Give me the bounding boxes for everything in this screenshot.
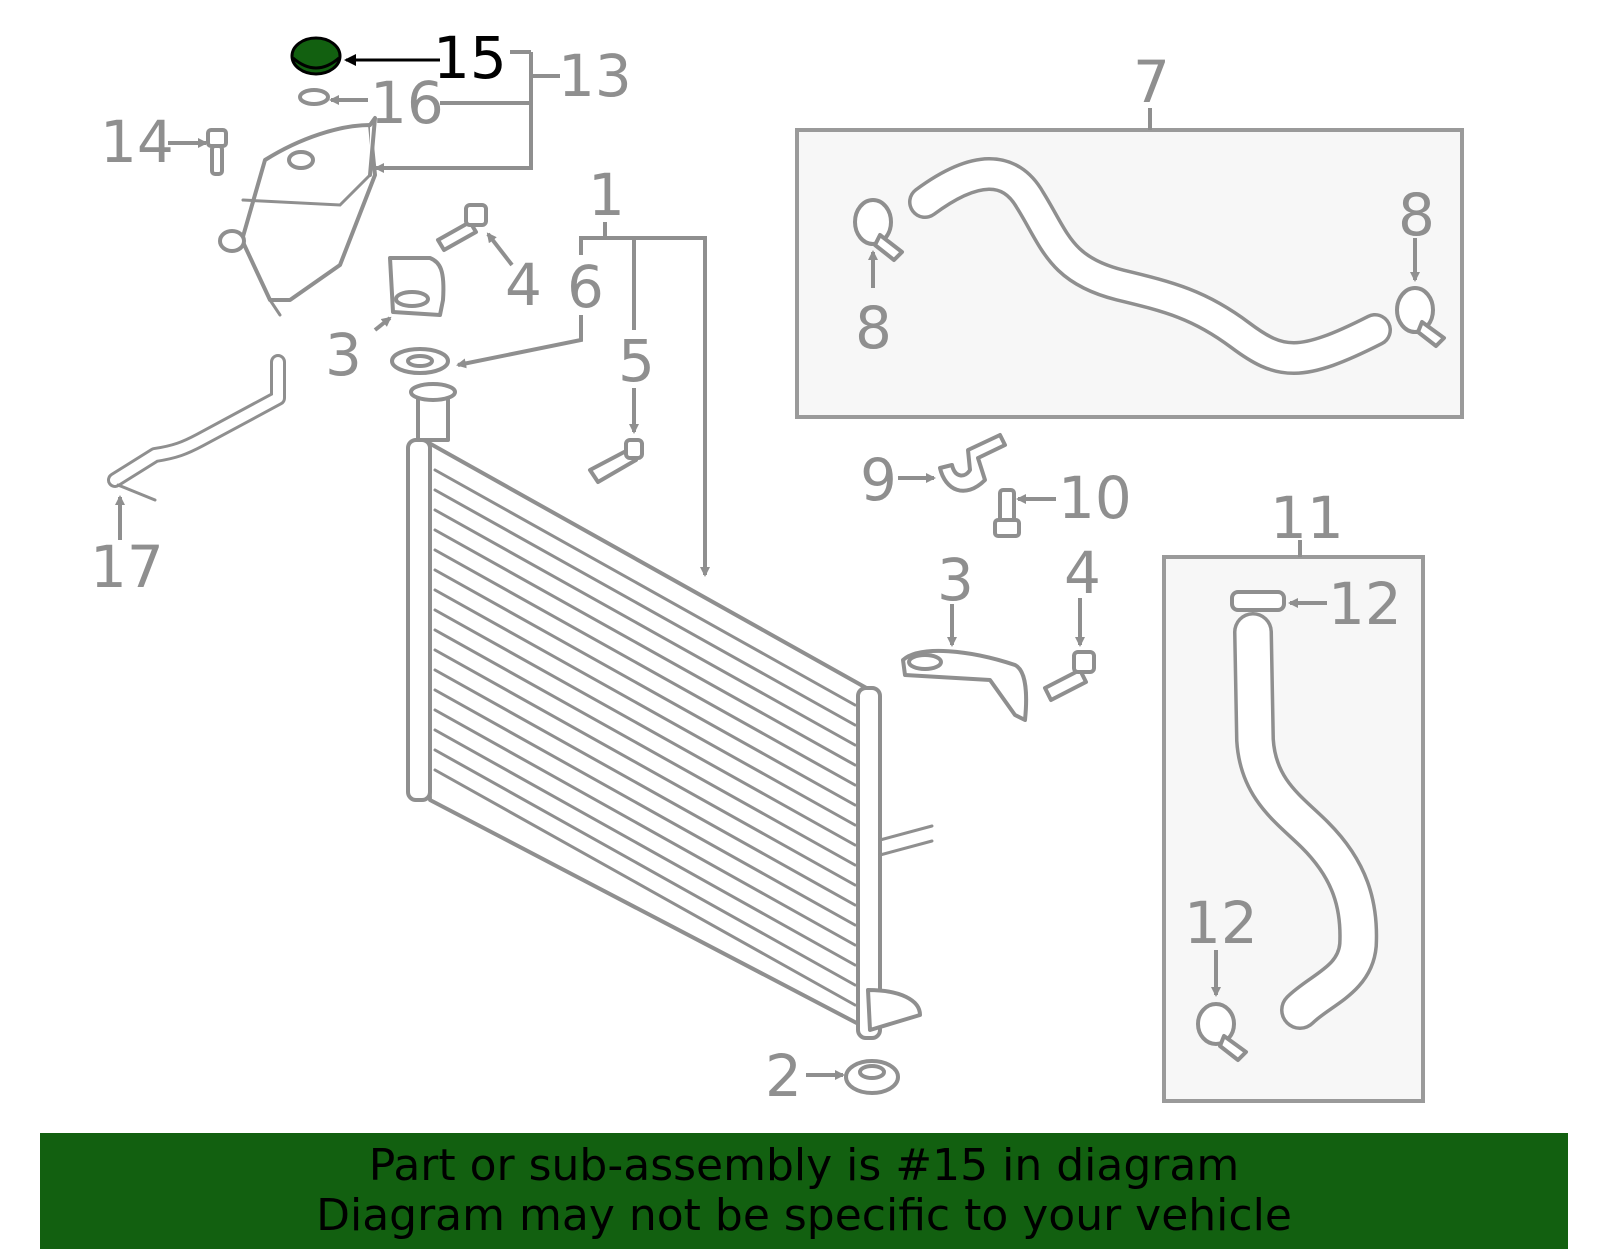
callout-7: 7: [1133, 48, 1170, 116]
upper-radiator-hose[interactable]: [908, 157, 1392, 375]
upper-mounting-bracket[interactable]: [388, 256, 446, 317]
callout-16: 16: [370, 69, 444, 137]
bracket-bolt-10[interactable]: [993, 488, 1021, 538]
info-banner: Part or sub-assembly is #15 in diagram D…: [40, 1133, 1568, 1249]
callout-4-upper: 4: [505, 251, 542, 319]
banner-line-2: Diagram may not be specific to your vehi…: [316, 1190, 1292, 1241]
callout-11: 11: [1270, 484, 1344, 552]
hose-clamp-top[interactable]: [1230, 590, 1286, 612]
lower-radiator-hose[interactable]: [1233, 612, 1379, 1030]
leader-lines: [115, 50, 1420, 1080]
callout-5: 5: [618, 327, 655, 395]
cap-seal-ring[interactable]: [298, 88, 330, 106]
radiator[interactable]: [406, 382, 934, 1040]
hose-clamp-bottom[interactable]: [1196, 1002, 1248, 1062]
hose-bracket[interactable]: [938, 433, 1007, 493]
coolant-reservoir[interactable]: [218, 116, 377, 317]
callout-2: 2: [765, 1042, 802, 1110]
hose-clamp-left[interactable]: [853, 198, 904, 262]
banner-line-1: Part or sub-assembly is #15 in diagram: [368, 1140, 1240, 1191]
hose-clamp-right[interactable]: [1395, 286, 1446, 348]
radiator-insulator[interactable]: [390, 347, 450, 375]
overflow-hose[interactable]: [107, 354, 286, 502]
bracket-bolt-lower[interactable]: [1043, 650, 1096, 702]
callout-10: 10: [1058, 464, 1132, 532]
callout-15: 15: [433, 24, 507, 92]
callout-13: 13: [558, 42, 632, 110]
callout-6: 6: [567, 253, 604, 321]
drain-plug[interactable]: [588, 438, 644, 484]
callout-14: 14: [100, 108, 174, 176]
reservoir-cap-highlighted[interactable]: [290, 36, 342, 76]
callout-1: 1: [588, 161, 625, 229]
callout-17: 17: [90, 533, 164, 601]
callout-12-top: 12: [1328, 570, 1402, 638]
callout-9: 9: [860, 446, 897, 514]
callout-12-bottom: 12: [1184, 889, 1258, 957]
callout-3-upper: 3: [325, 321, 362, 389]
callout-8-left: 8: [855, 294, 892, 362]
lower-mounting-bracket[interactable]: [901, 649, 1029, 722]
lower-insulator[interactable]: [844, 1059, 900, 1095]
callout-8-right: 8: [1398, 181, 1435, 249]
callout-3-lower: 3: [937, 546, 974, 614]
bracket-bolt-upper[interactable]: [436, 203, 488, 252]
reservoir-bolt[interactable]: [206, 128, 228, 176]
callout-4-lower: 4: [1064, 539, 1101, 607]
